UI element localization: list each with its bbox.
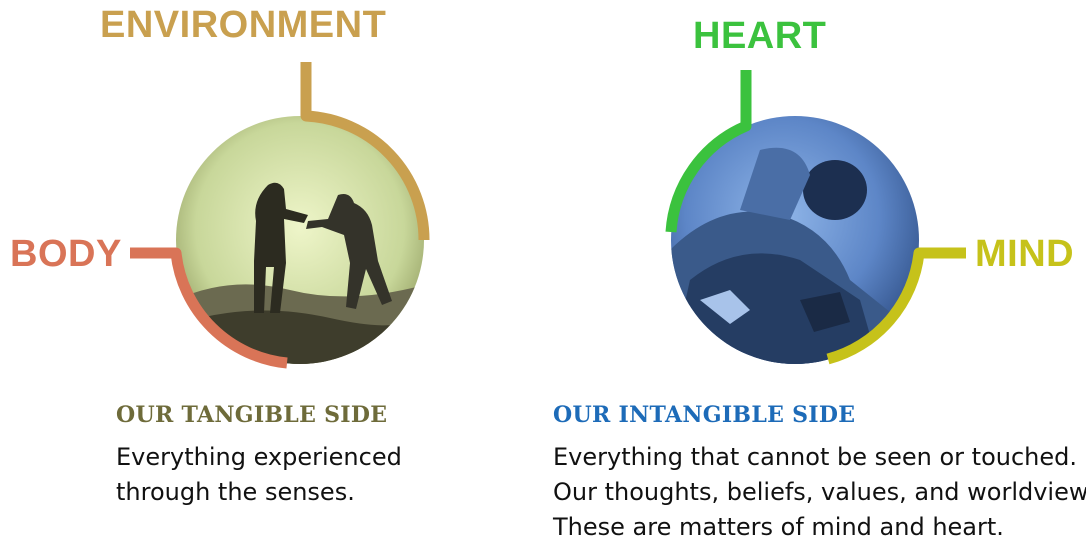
heart-arc	[665, 70, 752, 233]
mind-label: MIND	[975, 233, 1075, 275]
mind-arc	[826, 247, 966, 365]
tangible-line: Everything experienced	[116, 443, 402, 471]
body-label: BODY	[10, 233, 122, 275]
environment-label: ENVIRONMENT	[100, 4, 387, 46]
intangible-line: These are matters of mind and heart.	[553, 513, 1004, 541]
body-arc	[130, 247, 288, 369]
tangible-line: through the senses.	[116, 478, 355, 506]
tangible-heading: OUR TANGIBLE SIDE	[116, 402, 388, 428]
intangible-line: Our thoughts, beliefs, values, and world…	[553, 478, 1086, 506]
intangible-line: Everything that cannot be seen or touche…	[553, 443, 1078, 471]
tangible-description: Everything experienced through the sense…	[116, 440, 402, 510]
heart-label: HEART	[693, 15, 827, 57]
environment-arc	[300, 62, 430, 241]
intangible-description: Everything that cannot be seen or touche…	[553, 440, 1086, 545]
intangible-heading: OUR INTANGIBLE SIDE	[553, 402, 856, 428]
